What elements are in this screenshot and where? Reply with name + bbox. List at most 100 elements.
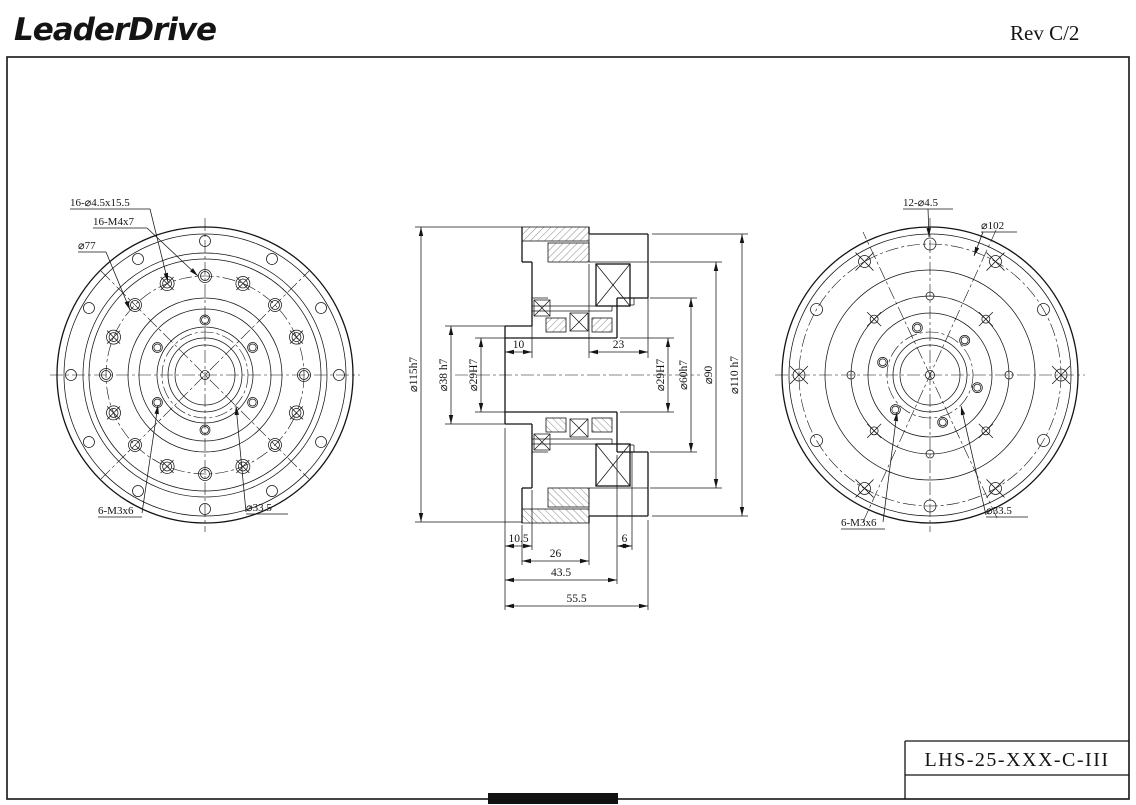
bolt-hole: [65, 369, 77, 381]
bolt-hole: [1037, 303, 1050, 316]
dim-arrow: [608, 577, 617, 583]
dim-arrow: [713, 262, 719, 271]
bolt-hole: [1054, 368, 1068, 382]
dim-arrow: [523, 543, 532, 549]
flange-section: [521, 226, 590, 242]
dimension-label: ⌀110 h7: [729, 356, 741, 394]
bolt-hole: [132, 485, 144, 497]
dim-arrow: [665, 403, 671, 412]
leader-line: [235, 405, 247, 513]
bolt-hole: [266, 485, 278, 497]
leader-line: [882, 411, 898, 523]
bearing-cross: [569, 312, 589, 332]
crossed-roller-bearing: [595, 263, 631, 307]
section-top-half: [504, 226, 649, 375]
counterbore-hole: [108, 332, 119, 342]
dim-arrow: [639, 349, 648, 355]
tapped-hole: [248, 398, 257, 407]
label-m3-holes: 6-M3x6: [98, 505, 134, 517]
tapped-hole: [151, 342, 163, 353]
tapped-hole: [130, 300, 140, 310]
dim-arrow: [739, 507, 745, 516]
wave-generator-cam: [545, 417, 567, 433]
dimension-label: ⌀38 h7: [438, 358, 450, 391]
hole-cross: [1051, 365, 1071, 385]
hole-cross: [978, 423, 994, 439]
dim-arrow: [623, 543, 632, 549]
wave-generator-bearing: [569, 418, 589, 438]
dimension-label: ⌀29H7: [468, 359, 480, 392]
tapped-hole: [913, 323, 922, 332]
counterbore-hole: [106, 329, 121, 345]
tapped-hole: [889, 404, 901, 416]
circular-spline-section: [547, 242, 590, 263]
tapped-hole: [199, 424, 211, 436]
dim-arrow: [713, 479, 719, 488]
counterbore-hole: [106, 405, 121, 421]
bolt-hole: [315, 302, 327, 314]
label-counterbore-holes: 16-⌀4.5x15.5: [70, 197, 130, 209]
section-bottom-half: [504, 375, 649, 524]
dim-arrow: [688, 443, 694, 452]
bolt-hole: [925, 449, 935, 459]
counterbore-hole: [159, 459, 175, 474]
tapped-hole: [130, 440, 140, 450]
dimension-label: ⌀29H7: [655, 359, 667, 392]
bolt-hole: [792, 368, 806, 382]
tapped-hole: [270, 300, 280, 310]
counterbore-hole: [235, 459, 251, 474]
support-bearing: [533, 433, 551, 451]
tapped-hole: [101, 370, 111, 380]
hole-cross: [986, 252, 1005, 271]
dimension-label: 43.5: [551, 567, 571, 579]
bolt-hole: [981, 314, 991, 324]
bearing-cross: [533, 299, 551, 317]
dim-arrow: [960, 406, 966, 416]
tapped-hole: [911, 322, 923, 334]
dim-arrow: [189, 268, 198, 276]
dim-arrow: [505, 577, 514, 583]
title-block: LHS-25-XXX-C-III: [904, 740, 1129, 799]
hole-cross: [236, 459, 250, 474]
tapped-hole: [128, 438, 142, 452]
dim-arrow: [448, 326, 454, 335]
drawing-frame: [6, 56, 1130, 800]
centerline-diagonal: [100, 270, 310, 480]
counterbore-hole: [108, 408, 119, 418]
dim-arrow: [522, 558, 531, 564]
dim-arrow: [523, 349, 532, 355]
circular-spline-section: [547, 487, 590, 508]
bolt-hole: [199, 235, 211, 247]
bolt-hole: [923, 499, 937, 513]
bearing-cross: [533, 433, 551, 451]
dim-arrow: [448, 415, 454, 424]
bolt-hole: [989, 482, 1002, 495]
label-bolt-circle: ⌀102: [981, 220, 1004, 232]
counterbore-hole: [289, 405, 304, 421]
dim-arrow: [688, 298, 694, 307]
support-bearing: [533, 299, 551, 317]
tapped-hole: [937, 416, 949, 428]
hole-cross: [289, 406, 304, 420]
bolt-hole: [1037, 434, 1050, 447]
tapped-hole: [153, 398, 162, 407]
hole-cross: [289, 330, 304, 344]
tapped-hole: [268, 298, 282, 312]
counterbore-hole: [238, 278, 248, 289]
counterbore-hole: [162, 461, 172, 472]
bolt-hole: [810, 303, 823, 316]
leader-line: [149, 208, 169, 283]
revision-label: Rev C/2: [1010, 21, 1079, 45]
hole-cross: [855, 252, 874, 271]
dim-arrow: [478, 403, 484, 412]
centerline-diagonal: [862, 231, 998, 519]
dim-arrow: [418, 227, 424, 236]
dimension-label: 23: [613, 339, 625, 351]
tapped-hole: [199, 314, 211, 326]
hole-cross: [106, 330, 121, 344]
wave-generator-cam: [591, 417, 613, 433]
